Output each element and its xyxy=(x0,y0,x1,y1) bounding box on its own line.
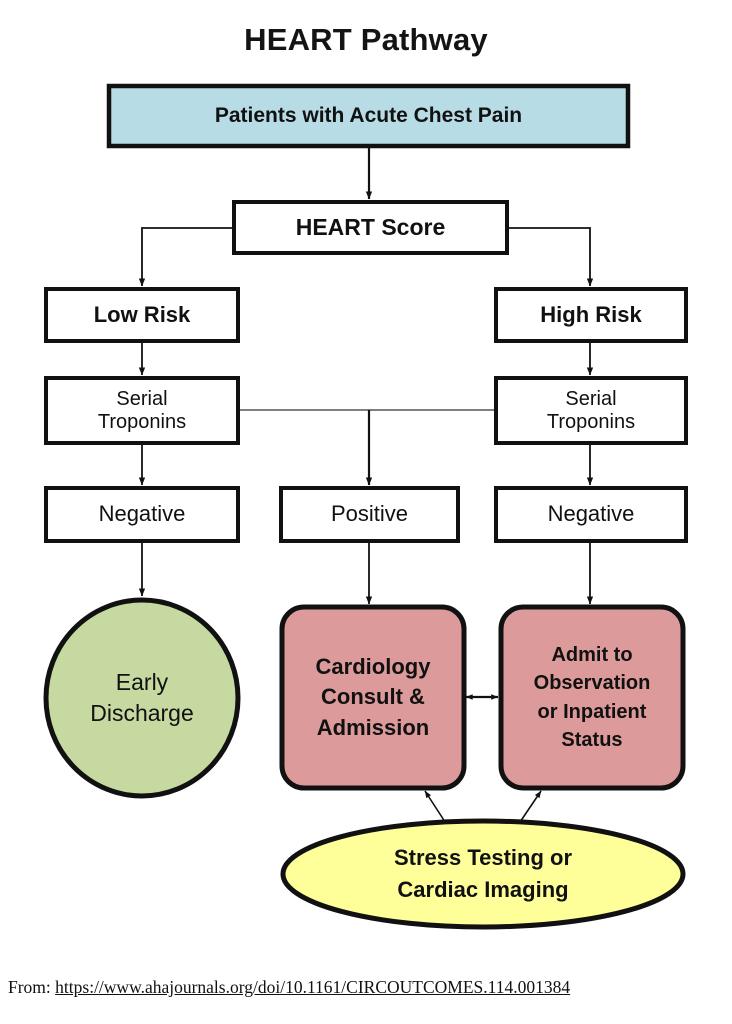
page-title: HEART Pathway xyxy=(244,22,488,57)
source-caption: From: https://www.ahajournals.org/doi/10… xyxy=(8,977,732,998)
node-serial-troponins-right-shape[interactable] xyxy=(494,376,688,445)
node-admit-observation-shape[interactable] xyxy=(498,604,686,791)
node-cardiology-consult-shape[interactable] xyxy=(279,604,467,791)
node-serial-troponins-left-shape[interactable] xyxy=(44,376,240,445)
source-url-link[interactable]: https://www.ahajournals.org/doi/10.1161/… xyxy=(55,977,571,997)
node-high-risk-shape[interactable] xyxy=(494,287,688,343)
node-negative-right-shape[interactable] xyxy=(494,486,688,543)
node-shape-group xyxy=(43,83,688,930)
node-early-discharge-shape[interactable] xyxy=(43,597,241,799)
node-start-shape[interactable] xyxy=(106,83,631,149)
node-positive-shape[interactable] xyxy=(279,486,460,543)
caption-prefix: From: xyxy=(8,977,51,997)
edge-heart-score-to-low-risk xyxy=(138,227,233,287)
flowchart-canvas xyxy=(43,83,688,930)
node-negative-left-shape[interactable] xyxy=(44,486,240,543)
edge-heart-score-to-high-risk xyxy=(508,227,594,287)
connector-group xyxy=(138,147,594,829)
node-low-risk-shape[interactable] xyxy=(44,287,240,343)
node-stress-testing-shape[interactable] xyxy=(280,818,686,930)
heart-pathway-figure: HEART Pathway xyxy=(43,22,688,930)
node-heart-score-shape[interactable] xyxy=(232,200,509,255)
